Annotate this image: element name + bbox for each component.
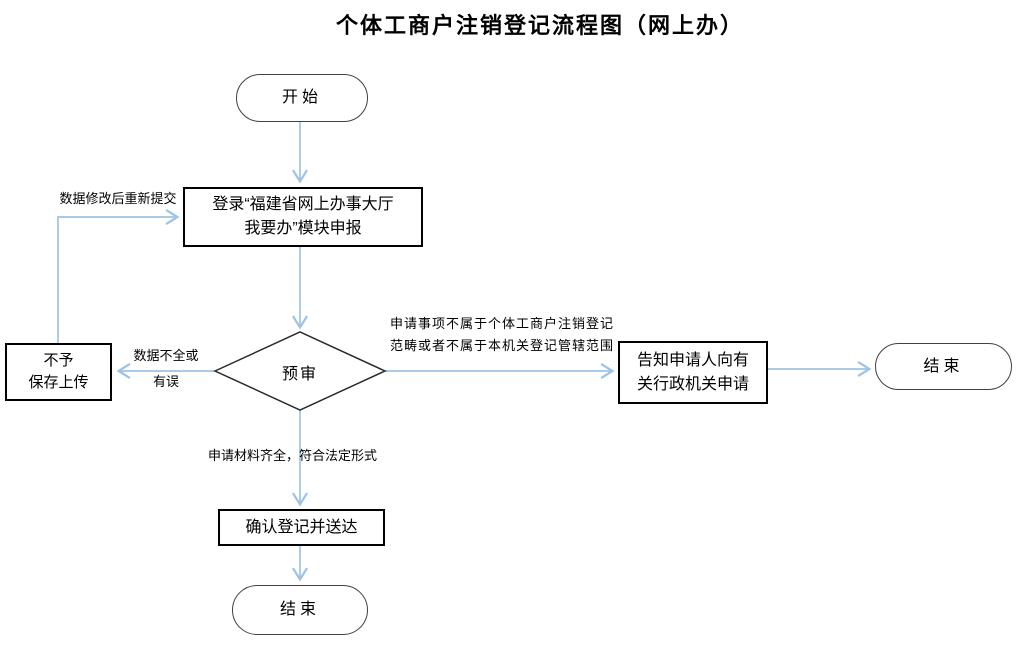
edge-label-out-of-scope-line1: 申请事项不属于个体工商户注销登记 [390,316,615,331]
login-process-line2: 我要办”模块申报 [244,220,362,237]
end-node-bottom: 结束 [232,585,368,635]
reject-line1: 不予 [43,351,74,369]
flowchart-title: 个体工商户注销登记流程图（网上办） [335,13,744,38]
edge-label-incomplete-line1: 数据不全或 [133,348,199,363]
notify-line1: 告知申请人向有 [636,351,749,369]
end-node-bottom-label: 结束 [279,601,320,618]
login-process-line1: 登录“福建省网上办事大厅 [212,196,394,213]
confirm-node: 确认登记并送达 [218,509,385,546]
start-node-label: 开始 [281,89,322,106]
confirm-node-label: 确认登记并送达 [245,518,358,536]
start-node: 开始 [236,74,368,122]
reject-line2: 保存上传 [28,374,89,391]
notify-node: 告知申请人向有 关行政机关申请 [618,341,768,404]
review-decision-label: 预审 [281,366,318,383]
edge-label-incomplete-line2: 有误 [152,374,179,389]
edge-reject-to-login [57,208,180,343]
edge-label-out-of-scope-line2: 范畴或者不属于本机关登记管辖范围 [390,338,615,353]
review-decision-diamond [213,331,387,411]
end-node-right: 结束 [875,343,1012,390]
notify-line2: 关行政机关申请 [636,375,749,393]
end-node-right-label: 结束 [923,357,964,375]
edge-label-resubmit: 数据修改后重新提交 [59,191,177,206]
reject-node: 不予 保存上传 [5,343,112,401]
edge-label-valid: 申请材料齐全，符合法定形式 [208,448,378,463]
login-process-node: 登录“福建省网上办事大厅 我要办”模块申报 [183,187,423,247]
